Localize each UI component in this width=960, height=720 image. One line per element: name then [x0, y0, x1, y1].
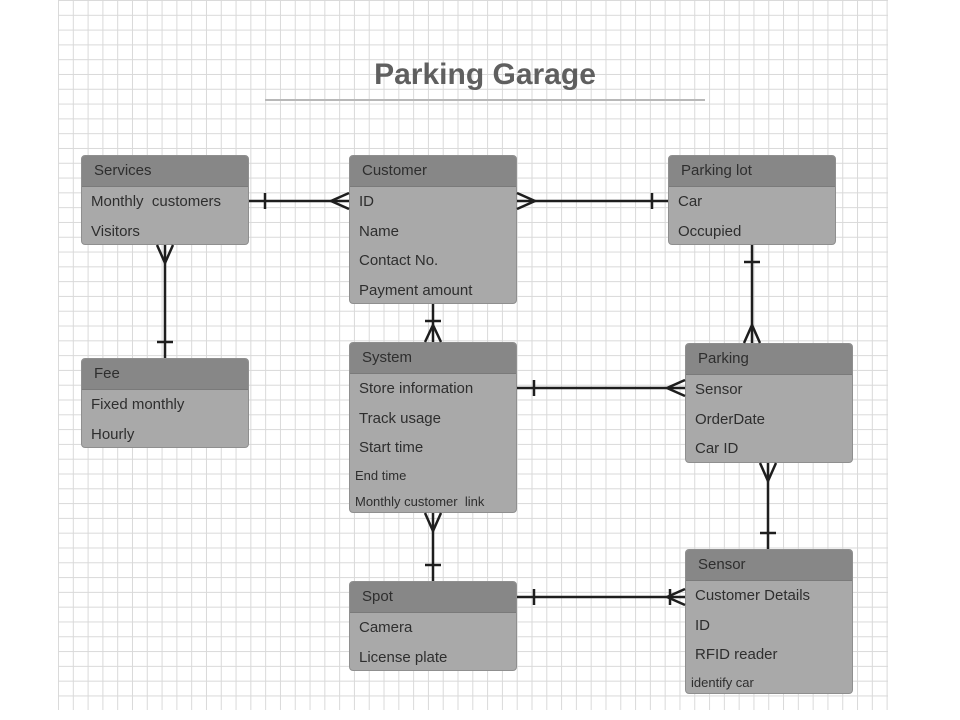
attribute: ID — [695, 616, 710, 634]
attribute: ID — [359, 193, 374, 210]
entity-parking-lot-header: Parking lot — [669, 156, 835, 187]
attribute: Fixed monthly — [91, 396, 185, 413]
relationship-spot-sensor[interactable] — [517, 587, 686, 607]
entity-parking-lot[interactable]: Parking lot Car Occupied — [668, 155, 836, 245]
attribute: Name — [359, 222, 400, 240]
attribute: Contact No. — [359, 252, 439, 269]
attribute: Occupied — [678, 222, 742, 240]
attribute: RFID reader — [695, 646, 778, 663]
attribute: OrderDate — [695, 410, 766, 428]
relationship-parking-sensor[interactable] — [758, 462, 778, 549]
relationship-customer-system[interactable] — [423, 304, 443, 343]
title-underline — [265, 99, 705, 101]
attribute: Store information — [359, 380, 474, 397]
attribute: Customer Details — [695, 587, 811, 604]
attribute: Car ID — [695, 440, 739, 457]
attribute: identify car — [691, 674, 754, 690]
entity-sensor[interactable]: Sensor Customer Details ID RFID reader i… — [685, 549, 853, 694]
attribute: Track usage — [359, 409, 441, 427]
attribute: License plate — [359, 648, 448, 666]
entity-customer[interactable]: Customer ID Name Contact No. Payment amo… — [349, 155, 517, 304]
attribute: Hourly — [91, 425, 135, 443]
entity-sensor-header: Sensor — [686, 550, 852, 581]
entity-system[interactable]: System Store information Track usage Sta… — [349, 342, 517, 513]
entity-services-header: Services — [82, 156, 248, 187]
relationship-system-parking[interactable] — [517, 378, 686, 398]
attribute: Start time — [359, 439, 424, 456]
relationship-services-customer[interactable] — [249, 191, 350, 211]
entity-fee[interactable]: Fee Fixed monthly Hourly — [81, 358, 249, 448]
entity-system-header: System — [350, 343, 516, 374]
entity-spot-header: Spot — [350, 582, 516, 613]
relationship-system-spot[interactable] — [423, 512, 443, 581]
attribute: Monthly customer link — [355, 493, 485, 509]
relationship-services-fee[interactable] — [155, 244, 175, 358]
attribute: Payment amount — [359, 281, 473, 299]
entity-customer-header: Customer — [350, 156, 516, 187]
attribute: Sensor — [695, 381, 743, 398]
entity-services[interactable]: Services Monthly customers Visitors — [81, 155, 249, 245]
entity-spot[interactable]: Spot Camera License plate — [349, 581, 517, 671]
entity-parking[interactable]: Parking Sensor OrderDate Car ID — [685, 343, 853, 463]
entity-fee-header: Fee — [82, 359, 248, 390]
relationship-parking-lot-parking[interactable] — [742, 245, 762, 344]
attribute: Visitors — [91, 222, 140, 240]
relationship-customer-parking-lot[interactable] — [516, 191, 668, 211]
attribute: Monthly customers — [91, 193, 222, 210]
attribute: Camera — [359, 619, 413, 636]
entity-parking-header: Parking — [686, 344, 852, 375]
attribute: End time — [355, 467, 407, 483]
diagram-title: Parking Garage — [374, 58, 596, 91]
attribute: Car — [678, 193, 703, 210]
